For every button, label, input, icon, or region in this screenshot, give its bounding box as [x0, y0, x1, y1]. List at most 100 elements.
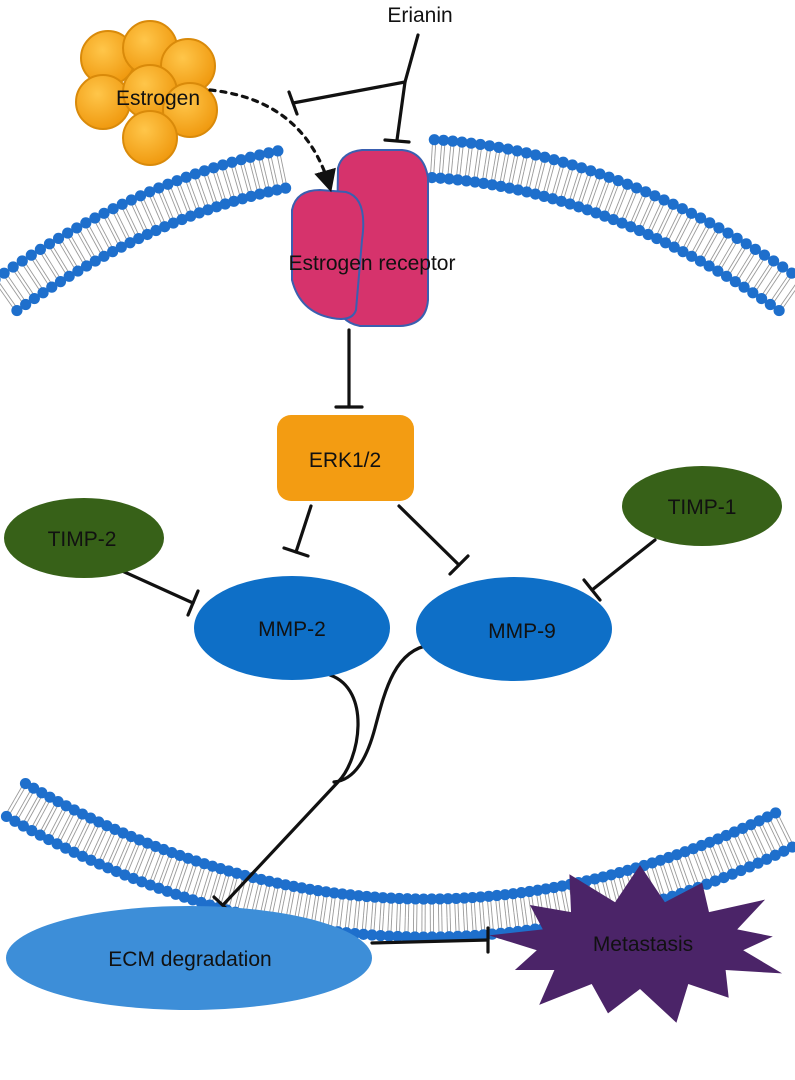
erianin-inhibit-bar-receptor [383, 138, 411, 144]
lipid-head [236, 193, 249, 205]
lipid-head [694, 255, 706, 267]
lipid-head [80, 260, 93, 272]
estrogen-to-receptor-arrow [208, 88, 336, 193]
lipid-head [450, 892, 462, 905]
lipid-head [418, 893, 430, 905]
lipid-head [749, 243, 761, 255]
lipid-head [7, 261, 19, 273]
lipid-head [778, 845, 790, 857]
lipid-head [51, 838, 63, 850]
lipid-head [54, 276, 67, 288]
node-mmp2: MMP-2 [194, 576, 390, 680]
lipid-head [713, 222, 725, 234]
pathway-edges [118, 33, 657, 954]
estrogen-receptor-label: Estrogen receptor [289, 252, 456, 275]
lipid-head [507, 888, 519, 900]
lipid-head [564, 198, 576, 210]
lipid-head [20, 298, 32, 311]
lipid-head [262, 186, 274, 198]
lipid-head [786, 841, 795, 853]
timp1-inhibit-bar [582, 578, 602, 602]
lipid-head [28, 292, 40, 305]
lipid-head [161, 885, 173, 897]
lipid-head [59, 842, 72, 854]
lipid-head [279, 182, 292, 194]
lipid-head [353, 890, 365, 902]
lipid-head [484, 140, 496, 152]
erianin-label: Erianin [387, 4, 452, 27]
lipid-head [271, 184, 283, 196]
lipid-head [115, 241, 127, 253]
lipid-head [375, 930, 387, 942]
lipid-head [573, 201, 585, 213]
lipid-head [43, 833, 55, 846]
lipid-head [512, 184, 524, 196]
lipid-head [460, 930, 472, 942]
erianin-to-estrogen-line [291, 80, 407, 105]
lipid-head [548, 154, 560, 166]
lipid-head [625, 221, 637, 233]
lipid-head [195, 896, 207, 909]
lipid-head [377, 892, 389, 904]
lipid-head [328, 887, 340, 899]
node-timp2: TIMP-2 [4, 498, 164, 578]
erk-mmp2-inhibit-bar [282, 546, 310, 558]
lipid-head [712, 265, 724, 277]
lipid-head [709, 875, 721, 887]
lipid-head [28, 782, 40, 794]
lipid-head [133, 232, 145, 245]
lipid-head [254, 188, 266, 200]
lipid-head [9, 815, 21, 827]
lipid-head [98, 207, 110, 219]
lipid-head [344, 889, 357, 901]
lipid-head [208, 162, 220, 174]
timp2-ellipse [4, 498, 164, 578]
lipid-head [272, 145, 284, 157]
lipid-head [460, 175, 472, 187]
lipid-head [466, 891, 479, 904]
lipid-head [93, 858, 106, 870]
node-timp1: TIMP-1 [622, 466, 782, 546]
mmp2-to-ecm-line [221, 673, 360, 907]
lipid-head [366, 929, 378, 941]
lipid-head [659, 237, 672, 249]
lipid-head [72, 265, 84, 277]
lipid-head [581, 204, 593, 216]
lipid-head [393, 892, 405, 905]
estrogen-molecule [75, 20, 218, 166]
mmp9-label: MMP-9 [488, 620, 556, 643]
lipid-head [26, 825, 38, 837]
lipid-head [547, 193, 559, 205]
lipid-head [34, 243, 46, 256]
lipid-head [469, 929, 481, 942]
lipid-tail [0, 288, 6, 297]
lipid-head [667, 198, 679, 210]
lipid-head [180, 171, 192, 183]
lipid-head [434, 172, 447, 184]
lipid-head [743, 861, 756, 873]
lipid-head [642, 228, 654, 241]
lipid-head [401, 893, 413, 905]
lipid-head [575, 162, 588, 174]
lipid-head [491, 889, 503, 902]
mmp9-ellipse [416, 577, 612, 681]
lipid-head [171, 175, 183, 187]
lipid-head [495, 180, 507, 192]
lipid-head [136, 876, 148, 888]
lipid-head [187, 894, 199, 906]
node-metastasis: Metastasis [489, 865, 783, 1023]
lipid-head [603, 171, 615, 183]
lipid-head [219, 198, 231, 210]
lipid-head [649, 190, 661, 202]
lipid-head [193, 207, 205, 219]
lipid-head [107, 203, 119, 215]
lipid-head [599, 210, 611, 222]
mmp2-label: MMP-2 [258, 618, 326, 641]
lipid-head [178, 891, 190, 903]
lipid-head [612, 175, 624, 187]
node-ecm: ECM degradation [6, 906, 372, 1010]
lipid-head [0, 276, 1, 283]
lipid-head [777, 261, 789, 273]
lipid-head [43, 238, 56, 250]
lipid-head [722, 227, 734, 239]
